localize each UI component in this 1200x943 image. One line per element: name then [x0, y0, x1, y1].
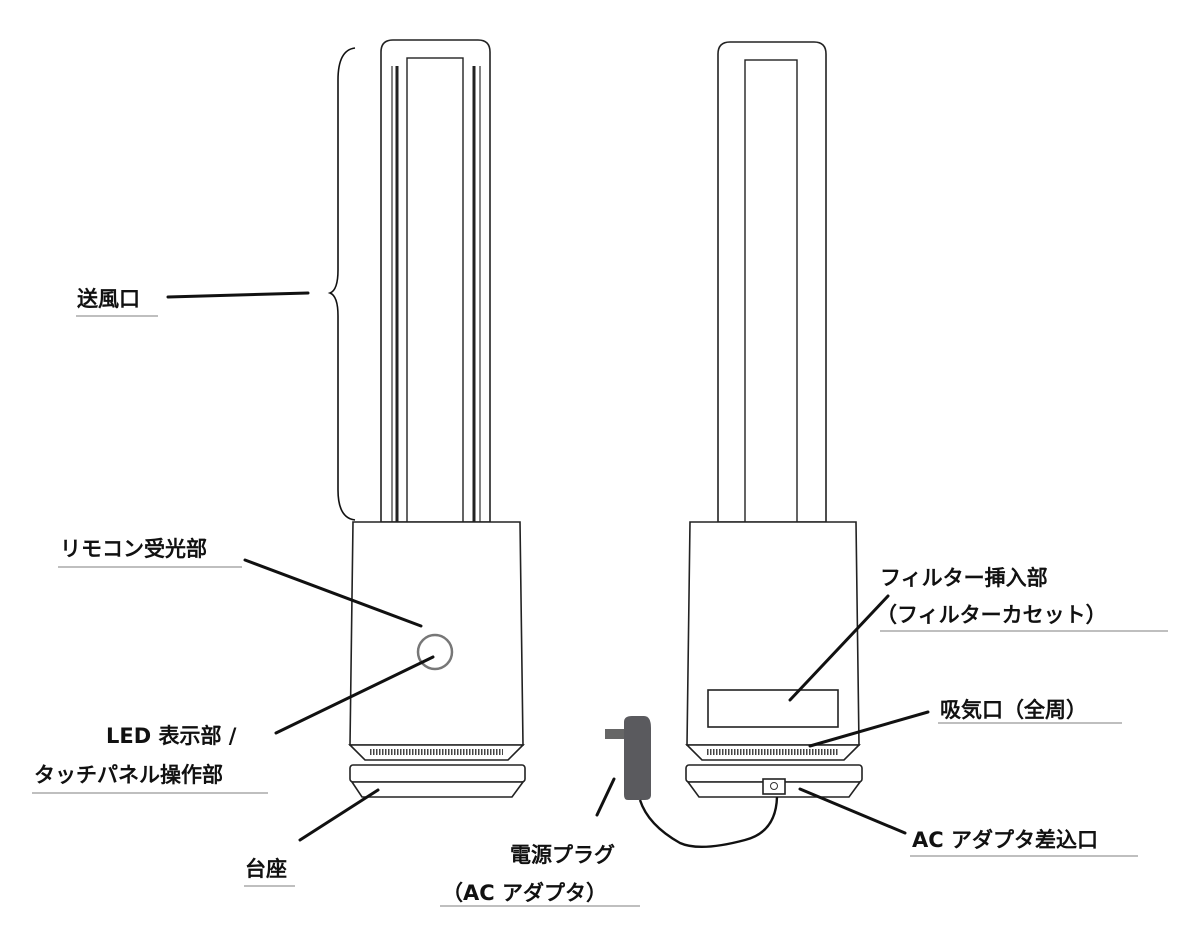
- label-led-display: LED 表示部 /: [106, 724, 237, 748]
- label-power-plug: 電源プラグ: [510, 843, 615, 867]
- label-adapter-port: AC アダプタ差込口: [912, 828, 1098, 852]
- leader-port: [798, 787, 907, 835]
- filter-cassette-slot: [707, 689, 839, 728]
- leader-remote: [243, 558, 423, 628]
- adapter-prong: [605, 729, 624, 739]
- label-outlet: 送風口: [77, 287, 140, 311]
- leader-plug: [595, 777, 616, 817]
- fan-back-view: [685, 41, 863, 798]
- label-filter-cassette: （フィルターカセット）: [876, 603, 1107, 627]
- label-base: 台座: [245, 857, 287, 881]
- outlet-brace: [327, 47, 356, 521]
- front-base-plate: [349, 764, 526, 783]
- led-touch-panel: [416, 633, 454, 671]
- label-filter-slot: フィルター挿入部: [880, 566, 1048, 590]
- label-touch-panel: タッチパネル操作部: [34, 763, 223, 787]
- label-remote-receiver: リモコン受光部: [60, 537, 207, 561]
- label-ac-adapter: （AC アダプタ）: [442, 881, 607, 905]
- label-intake: 吸気口（全周）: [940, 698, 1087, 722]
- fan-front-view: [348, 39, 526, 798]
- ac-adapter: [605, 716, 779, 849]
- leader-led: [274, 655, 435, 735]
- front-base: [350, 781, 525, 798]
- leader-intake: [808, 710, 930, 748]
- leader-base: [298, 788, 380, 842]
- leader-filter: [788, 594, 890, 702]
- adapter-body: [624, 716, 651, 800]
- front-body: [349, 521, 524, 746]
- leader-outlet: [166, 291, 310, 299]
- adapter-cord: [638, 796, 779, 849]
- ac-adapter-port: [762, 778, 786, 795]
